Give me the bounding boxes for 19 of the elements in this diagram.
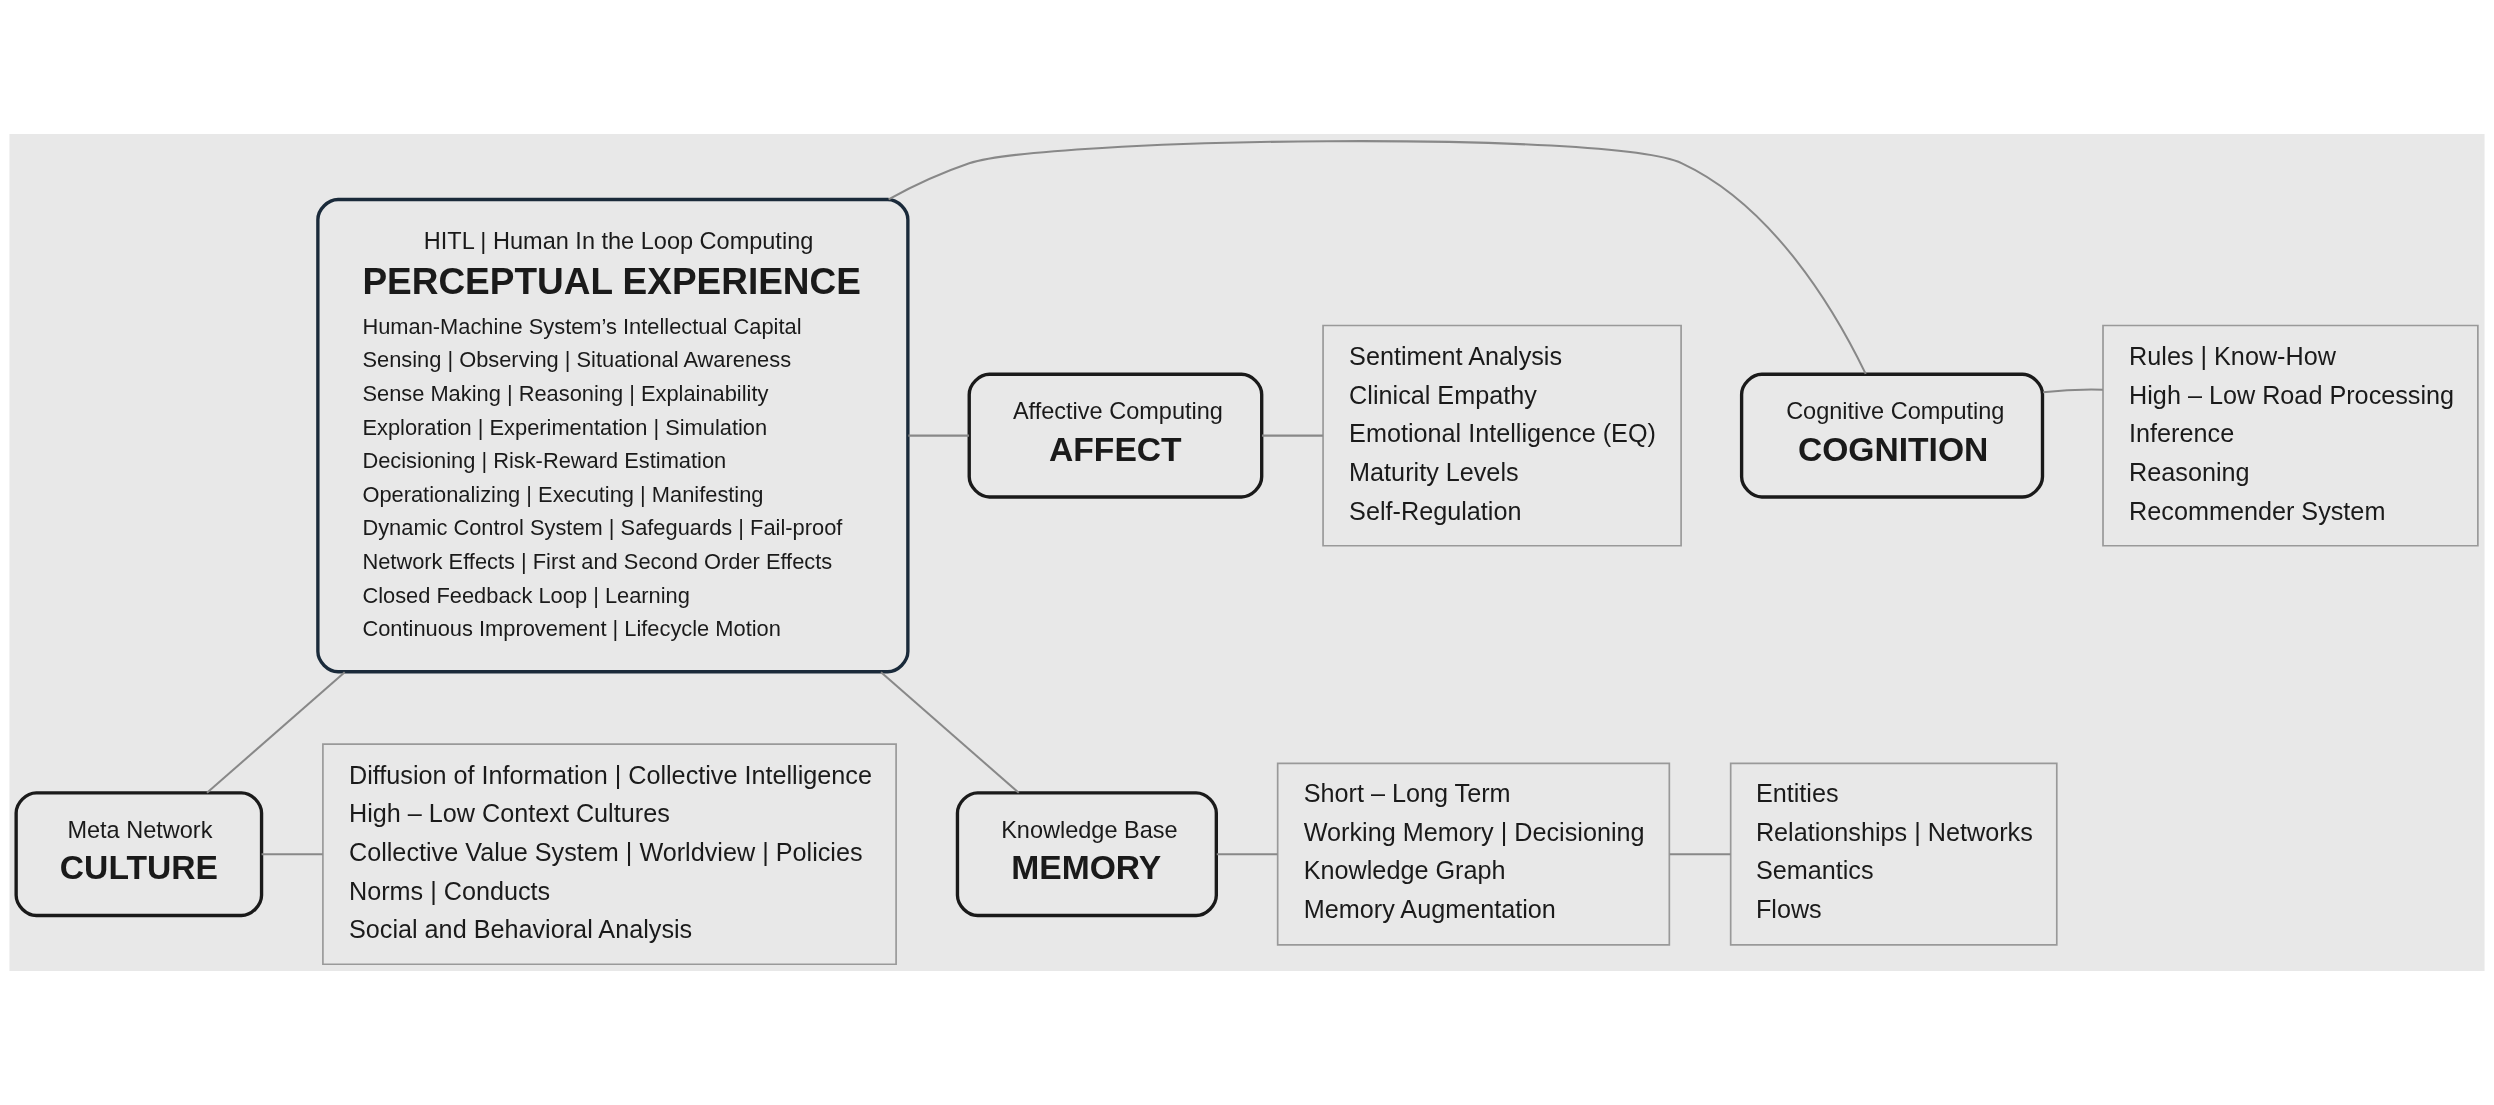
connector [888, 140, 1867, 375]
node-box: Cognitive Computing COGNITION [1739, 372, 2045, 499]
node-box: Knowledge Base MEMORY [955, 791, 1218, 918]
connector [261, 853, 323, 856]
node-box: Meta Network CULTURE [14, 791, 264, 918]
connector [1216, 853, 1278, 856]
node-box: HITL | Human In the Loop Computing PERCEPTUAL EXPERIENCE Human-Machine System’s Intellectual Capital Sensing | Observing | Situational Awareness Sense Making | Reasoning | Explainability Exploration | Experimentation | Simulation Decisioning | Risk-Reward Estimation Operationalizing | Executing | Manifesting Dynamic Control System | Safeguards | Fail-proof Network Effects | First and Second Order Effects Closed Feedback Loop | Learning Continuous Improvement | Lifecycle Motion [316, 197, 910, 674]
connector [2042, 388, 2103, 394]
node-box: Diffusion of Information | Collective Intelligence High – Low Context Cultures Collective Value System | Worldview | Policies Norms | Conducts Social and Behavioral Analysis [322, 743, 897, 966]
node-box: Affective Computing AFFECT [967, 372, 1264, 499]
connector [1261, 434, 1323, 437]
node-box: Rules | Know-How High – Low Road Processing Inference Reasoning Recommender System [2102, 324, 2479, 547]
connector [880, 671, 1020, 794]
connector [206, 671, 346, 794]
node-box: Short – Long Term Working Memory | Decisioning Knowledge Graph Memory Augmentation [1276, 762, 1671, 946]
node-box: Sentiment Analysis Clinical Empathy Emotional Intelligence (EQ) Maturity Levels Self-Regulation [1322, 324, 1682, 547]
node-box: Entities Relationships | Networks Semantics Flows [1729, 762, 2058, 946]
connector [1669, 853, 1731, 856]
connector [908, 434, 970, 437]
